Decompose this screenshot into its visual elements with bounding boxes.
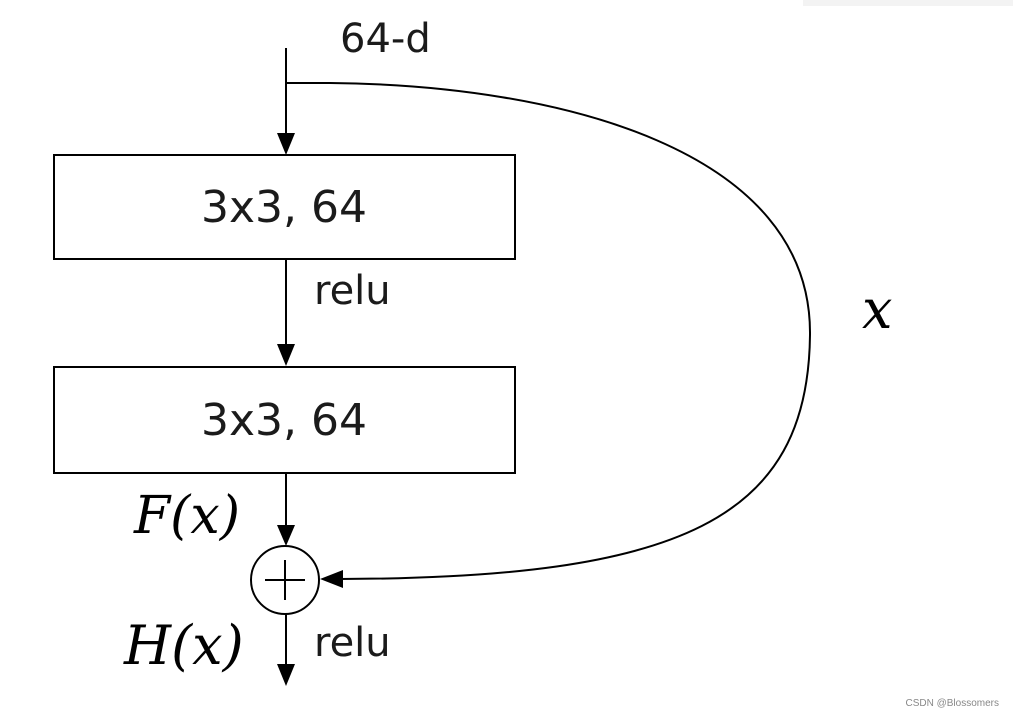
watermark: CSDN @Blossomers [905,698,999,709]
input-dimension-label: 64-d [340,16,431,62]
activation-1-label: relu [314,268,391,314]
weight-layer-1 [53,154,516,260]
arrow-into-layer1 [277,133,295,155]
arrow-into-sum [277,525,295,546]
identity-label: x [862,278,892,341]
weight-layer-2-label: 3x3, 64 [201,395,367,446]
residual-function-label: F(x) [133,486,240,546]
arrow-into-layer2 [277,344,295,366]
activation-2-label: relu [314,620,391,666]
top-right-corner-shade [803,0,1013,6]
output-arrow [277,664,295,686]
output-function-label: H(x) [123,614,244,677]
skip-connection-curve [286,82,812,580]
weight-layer-2 [53,366,516,474]
weight-layer-1-label: 3x3, 64 [201,182,367,233]
arrow-into-sum-from-skip [320,570,343,588]
